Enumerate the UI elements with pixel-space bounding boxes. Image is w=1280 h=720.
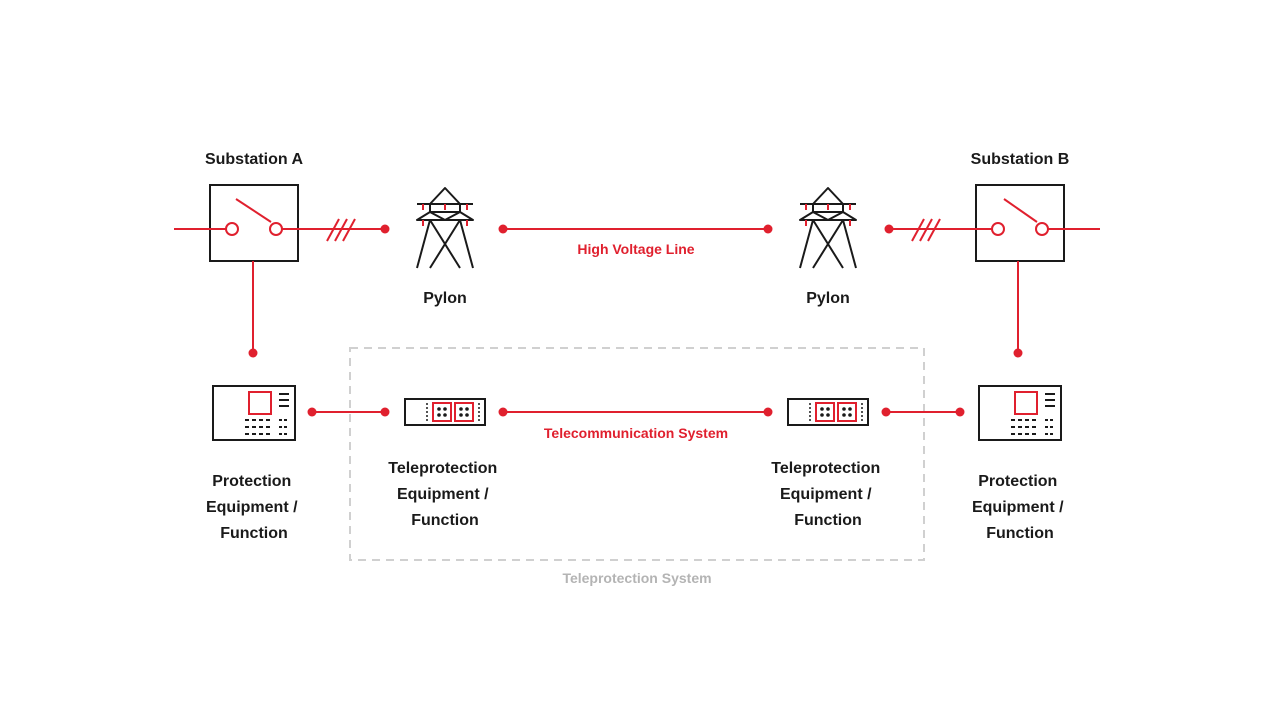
teleprotection-left-label: Teleprotection Equipment / Function	[388, 460, 502, 529]
substation-b	[884, 184, 1100, 358]
pylon-right-label: Pylon	[806, 290, 850, 307]
teleprotection-device-icon	[404, 398, 486, 426]
switch-icon	[209, 184, 299, 262]
substation-b-title: Substation B	[971, 151, 1070, 168]
pylon-icon	[799, 187, 857, 269]
teleprotection-system-boundary	[349, 347, 925, 561]
substation-a	[174, 184, 390, 358]
teleprotection-right-label: Teleprotection Equipment / Function	[771, 460, 885, 529]
protection-device-icon	[978, 385, 1062, 441]
teleprotection-system-label: Teleprotection System	[562, 570, 711, 586]
protection-left-label: Protection Equipment / Function	[206, 473, 302, 542]
teleprotection-device-icon	[787, 398, 869, 426]
high-voltage-line-label: High Voltage Line	[577, 241, 694, 257]
protection-device-icon	[212, 385, 296, 441]
protection-right-label: Protection Equipment / Function	[972, 473, 1068, 542]
pylon-icon	[416, 187, 474, 269]
pylon-left-label: Pylon	[423, 290, 467, 307]
switch-icon	[975, 184, 1065, 262]
telecommunication-label: Telecommunication System	[544, 425, 728, 441]
substation-a-title: Substation A	[205, 151, 304, 168]
